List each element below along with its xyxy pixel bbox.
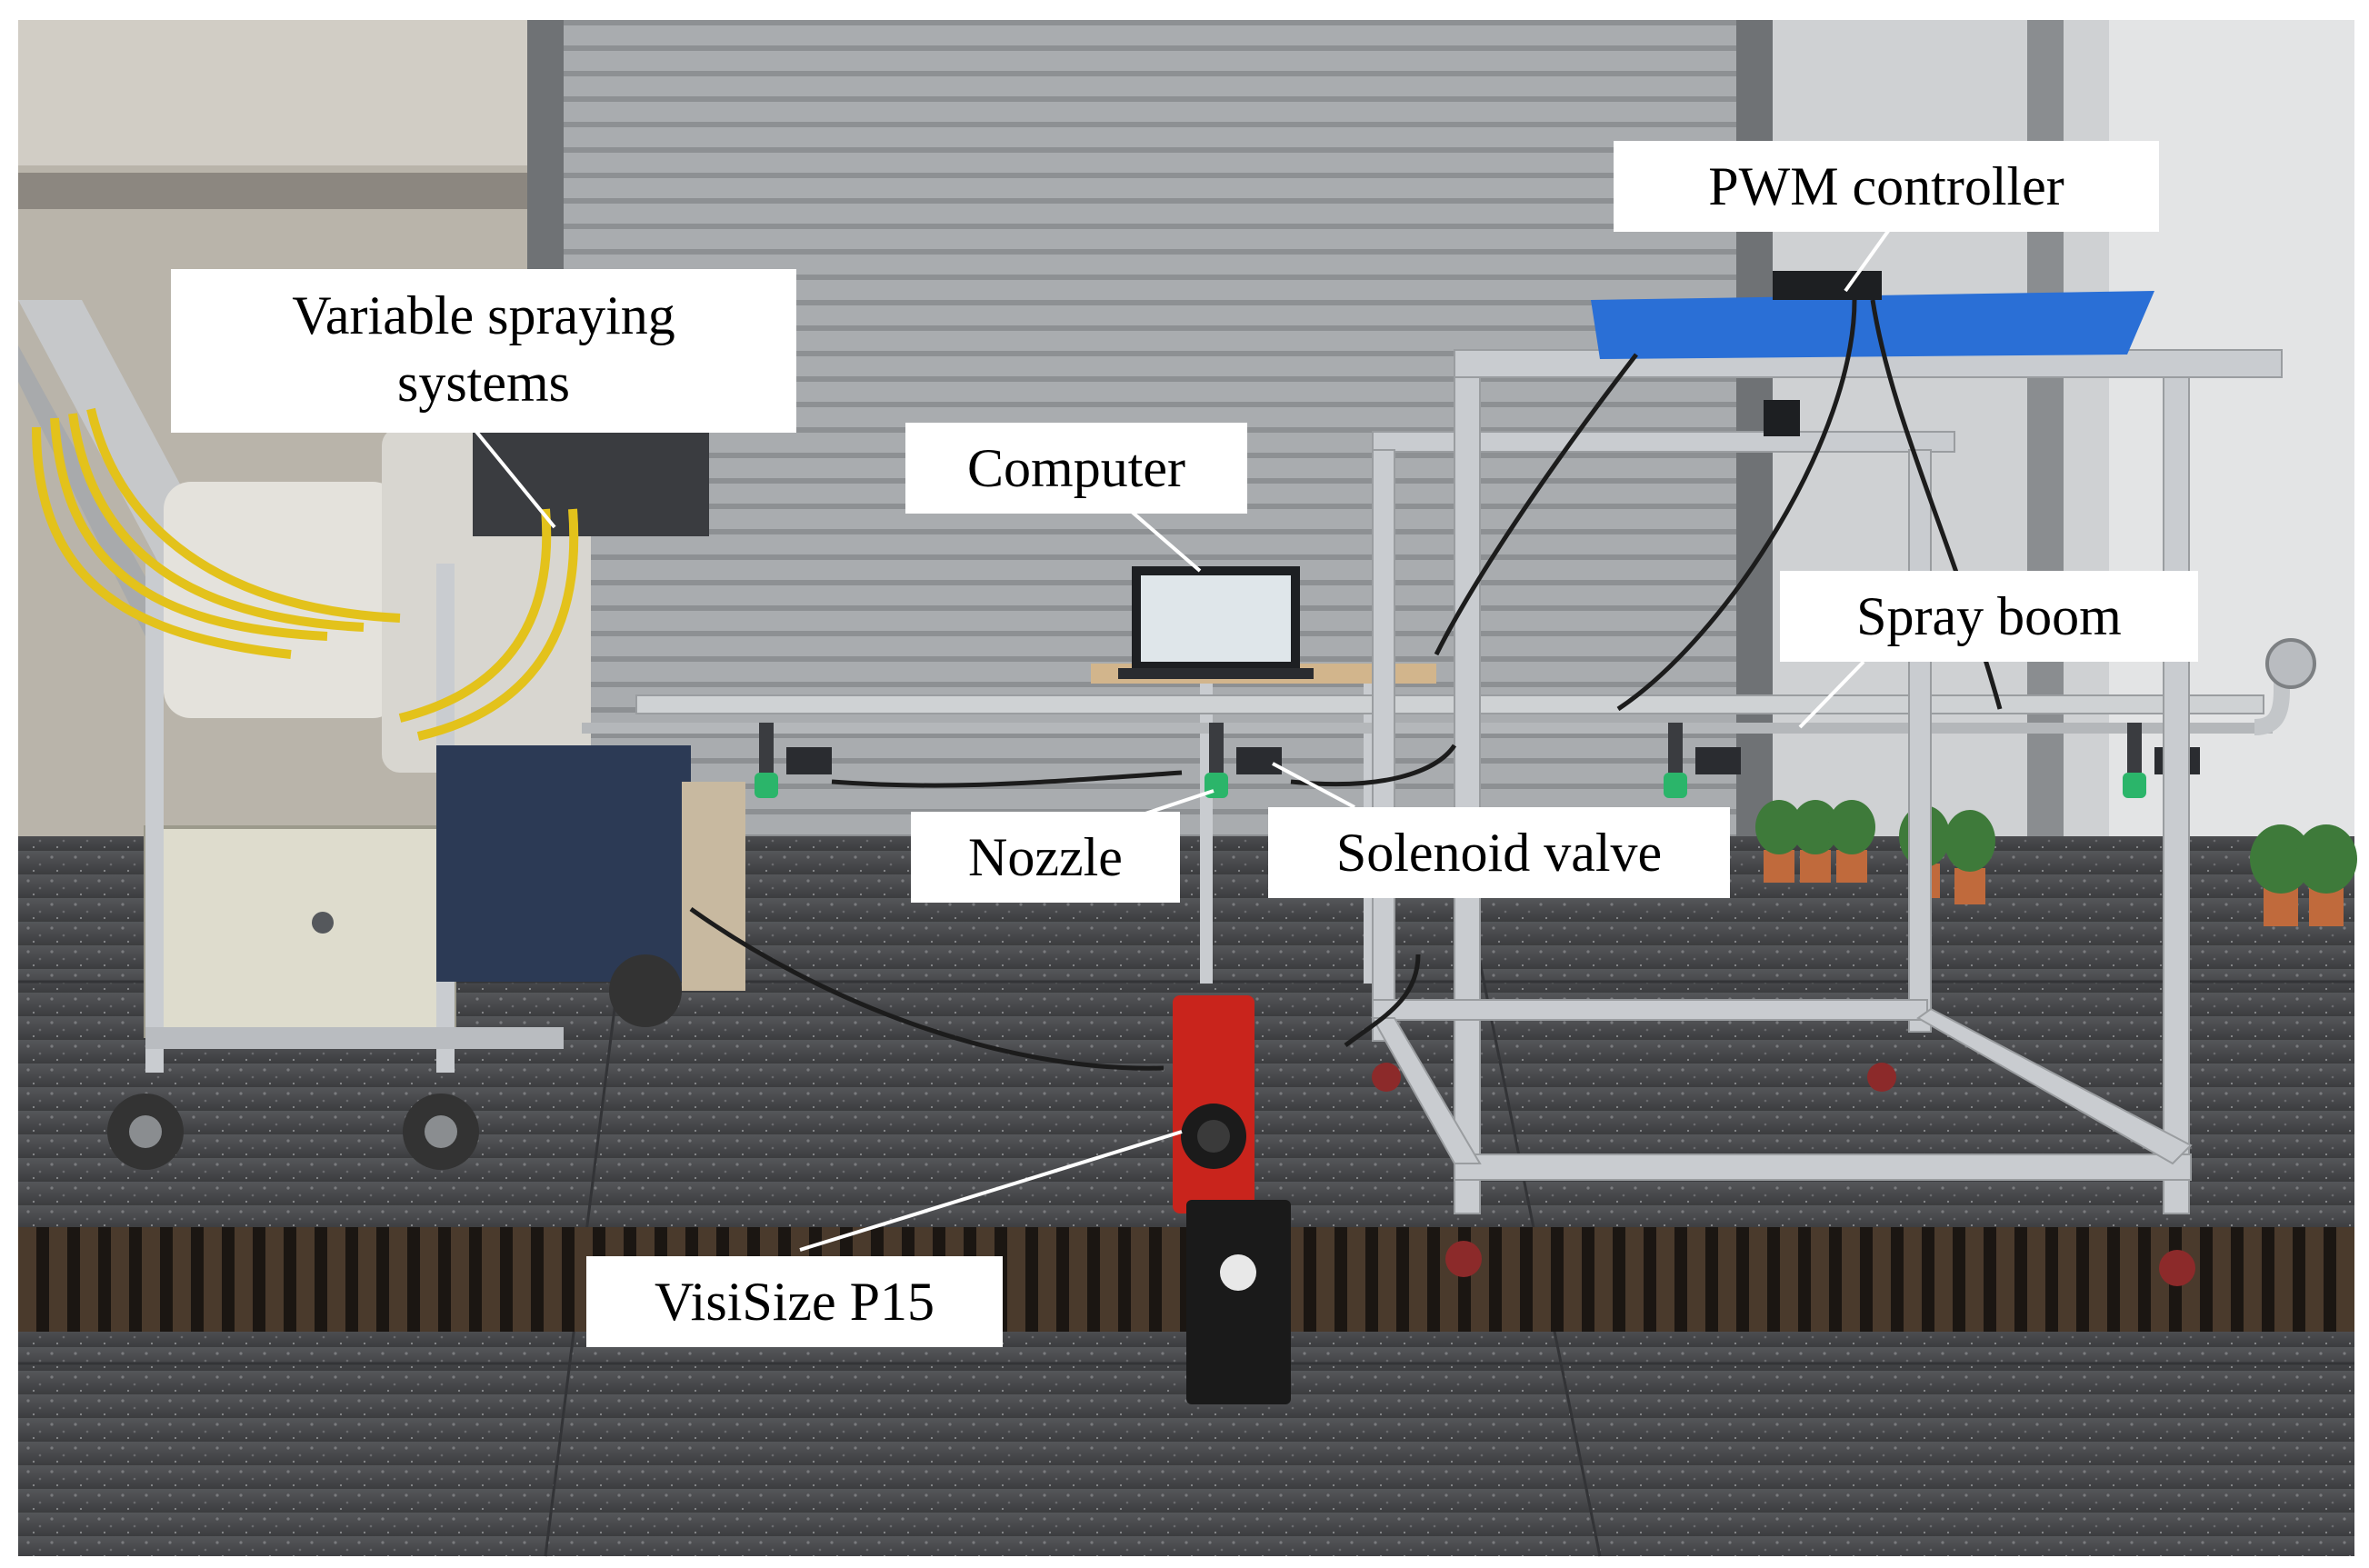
label-pwm-controller: PWM controller xyxy=(1614,141,2159,232)
spray-boom-structure xyxy=(582,638,2316,798)
label-computer: Computer xyxy=(905,423,1247,514)
label-variable-spraying-systems: Variable spraying systems xyxy=(171,269,796,433)
computer-table xyxy=(1091,566,1436,984)
leader-lines xyxy=(471,225,1893,1252)
visisize-camera xyxy=(1173,995,1291,1404)
solenoid-valves xyxy=(786,747,2200,774)
pwm-controller-tray xyxy=(1591,271,2154,436)
label-visisize-p15: VisiSize P15 xyxy=(586,1256,1003,1347)
label-solenoid-valve: Solenoid valve xyxy=(1268,807,1730,898)
aluminium-frame xyxy=(1371,349,2283,1214)
label-variable-spraying-line2: systems xyxy=(396,353,571,413)
label-spray-boom: Spray boom xyxy=(1780,571,2198,662)
label-variable-spraying-line1: Variable spraying xyxy=(292,285,675,345)
spraying-cart xyxy=(32,407,745,1170)
label-nozzle: Nozzle xyxy=(911,812,1180,903)
